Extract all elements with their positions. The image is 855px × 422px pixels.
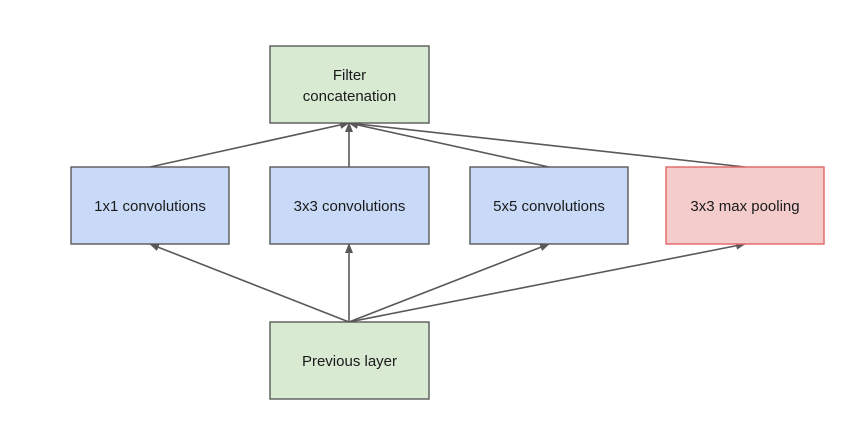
- node-max-pooling: 3x3 max pooling: [665, 166, 825, 245]
- conv-5x5-label: 5x5 convolutions: [493, 198, 605, 215]
- edge-conv5x5-to-concat: [348, 121, 550, 168]
- edge-maxpool-to-concat: [348, 120, 746, 168]
- conv-1x1-label: 1x1 convolutions: [94, 198, 206, 215]
- edges: [149, 120, 746, 323]
- filter-concatenation-label-line1: Filter: [333, 67, 366, 84]
- filter-concatenation-label-line2: concatenation: [303, 88, 396, 105]
- node-conv-5x5: 5x5 convolutions: [469, 166, 629, 245]
- node-conv-3x3: 3x3 convolutions: [269, 166, 430, 245]
- edge-conv1x1-to-concat: [149, 121, 350, 168]
- node-filter-concatenation: Filter concatenation: [269, 45, 430, 124]
- edge-previous-to-conv5x5: [348, 243, 550, 323]
- edge-previous-to-maxpool: [348, 241, 746, 323]
- max-pooling-label: 3x3 max pooling: [690, 198, 799, 215]
- node-conv-1x1: 1x1 convolutions: [70, 166, 230, 245]
- conv-3x3-label: 3x3 convolutions: [294, 198, 406, 215]
- node-previous-layer: Previous layer: [269, 321, 430, 400]
- previous-layer-label: Previous layer: [302, 353, 397, 370]
- edge-previous-to-conv1x1: [149, 243, 350, 323]
